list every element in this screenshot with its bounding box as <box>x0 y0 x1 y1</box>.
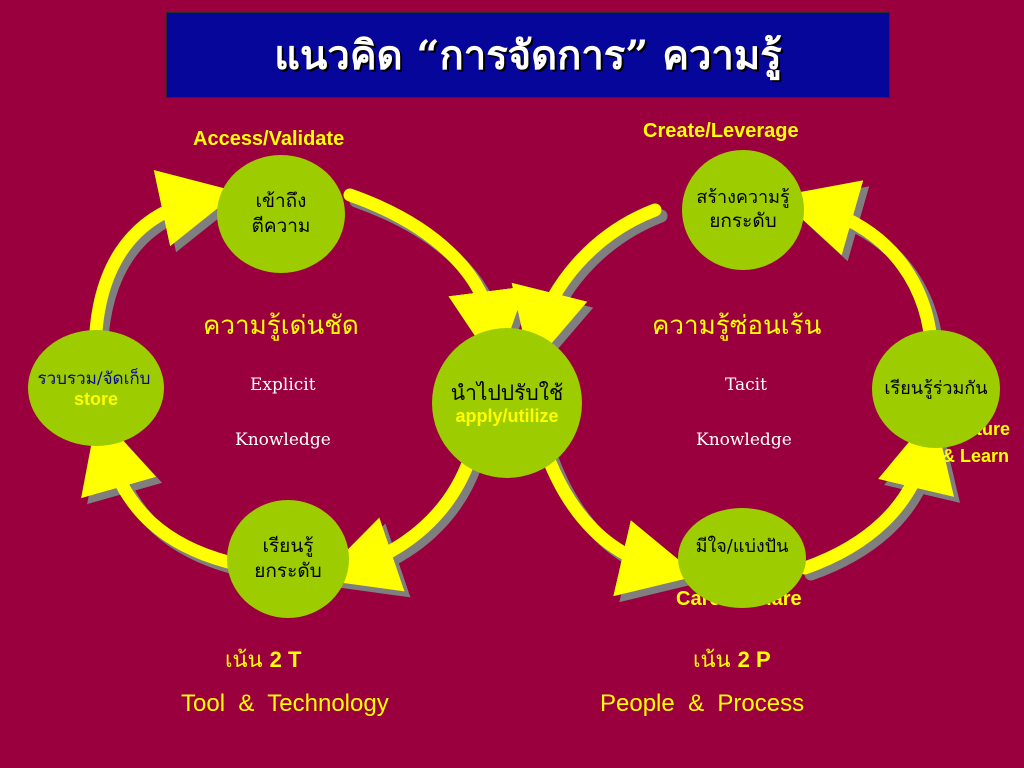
access-circle: เข้าถึง ตีความ <box>217 155 345 273</box>
arrow-learn-to-store <box>81 412 235 569</box>
focus-left-caption: Tool & Technology <box>181 690 389 717</box>
arrow-apply-to-learn <box>318 451 477 592</box>
store-line1: รวบรวม/จัดเก็บ <box>37 368 151 389</box>
learn-label: & Learn <box>942 446 1010 466</box>
explicit-line2: Knowledge <box>235 430 331 450</box>
arrow-create-to-apply <box>511 203 662 368</box>
title-bar: แนวคิด “การจัดการ” ความรู้ <box>166 12 890 98</box>
tacit-thai: ความรู้ซ่อนเร้น <box>652 311 822 341</box>
create-circle: สร้างความรู้ ยกระดับ <box>682 150 804 270</box>
focus-left: เน้น 2 T <box>225 642 301 677</box>
apply-circle: นำไปปรับใช้ apply/utilize <box>432 328 582 478</box>
explicit-line1: Explicit <box>250 375 316 395</box>
store-circle: รวบรวม/จัดเก็บ store <box>28 330 164 446</box>
apply-line2: apply/utilize <box>455 406 559 427</box>
arrow-apply-to-share <box>540 448 698 597</box>
focus-left-prefix: เน้น <box>225 648 263 673</box>
learn-left-line2: ยกระดับ <box>254 560 322 582</box>
page-title: แนวคิด “การจัดการ” ความรู้ <box>274 32 782 79</box>
learn-together-circle: เรียนรู้ร่วมกัน <box>872 330 1000 448</box>
learn-left-circle: เรียนรู้ ยกระดับ <box>227 500 349 618</box>
learn-left-line1: เรียนรู้ <box>262 535 314 558</box>
create-line2: ยกระดับ <box>709 210 777 233</box>
focus-right-prefix: เน้น <box>693 648 731 673</box>
share-line1: มีใจ/แบ่งปัน <box>695 536 789 558</box>
arrow-fills <box>81 170 954 597</box>
apply-line1: นำไปปรับใช้ <box>450 380 564 405</box>
focus-right-caption: People & Process <box>600 690 805 717</box>
tacit-line2: Knowledge <box>696 430 792 450</box>
explicit-thai: ความรู้เด่นชัด <box>203 311 359 341</box>
arrow-share-to-together <box>798 412 954 575</box>
focus-right: เน้น 2 P <box>693 642 771 677</box>
focus-left-value: 2 T <box>269 647 302 672</box>
create-line1: สร้างความรู้ <box>696 186 790 208</box>
store-line2: store <box>73 388 118 409</box>
focus-right-value: 2 P <box>737 647 771 672</box>
access-line2: ตีความ <box>251 215 311 237</box>
arrow-store-to-access <box>88 170 239 362</box>
learn-together-line1: เรียนรู้ร่วมกัน <box>884 378 988 400</box>
create-leverage-label: Create/Leverage <box>643 120 799 142</box>
access-line1: เข้าถึง <box>255 190 307 213</box>
access-validate-label: Access/Validate <box>193 128 345 150</box>
tacit-line1: Tacit <box>725 375 767 395</box>
arrow-access-to-apply <box>343 188 526 369</box>
share-circle: มีใจ/แบ่งปัน <box>678 508 806 608</box>
